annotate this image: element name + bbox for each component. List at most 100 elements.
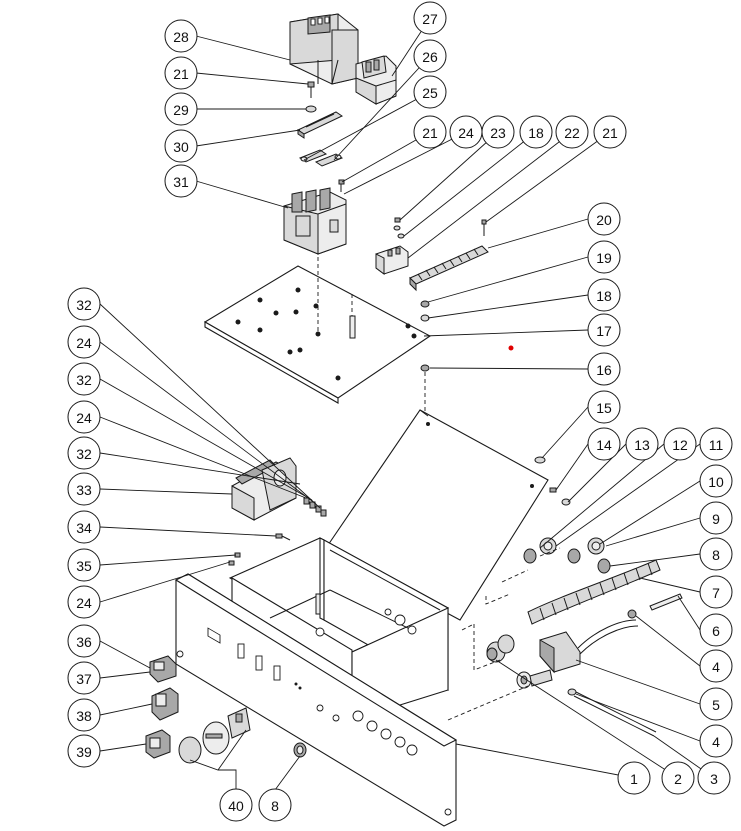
callout-number: 38	[76, 708, 92, 724]
callout-circle	[699, 501, 733, 535]
callout-number: 2	[674, 771, 682, 787]
screw-part	[275, 533, 291, 541]
callout-circle	[67, 734, 101, 768]
callout-circle	[661, 761, 695, 795]
callout-circle	[413, 75, 447, 109]
callout-28: 28	[164, 19, 198, 53]
callout-32: 32	[67, 436, 101, 470]
mounting-plate-part	[203, 250, 432, 404]
callout-4: 4	[699, 724, 733, 758]
callout-number: 8	[271, 798, 279, 814]
screw-part	[307, 81, 315, 98]
callout-25: 25	[413, 75, 447, 109]
callout-circle	[67, 325, 101, 359]
callout-number: 19	[596, 250, 612, 266]
callout-number: 17	[596, 323, 612, 339]
assembly-guides	[447, 547, 561, 721]
callout-circle	[699, 575, 733, 609]
callout-9: 9	[699, 501, 733, 535]
rocker-switch-part	[151, 687, 179, 721]
callout-21: 21	[164, 56, 198, 90]
callout-39: 39	[67, 734, 101, 768]
callout-36: 36	[67, 624, 101, 658]
callout-number: 40	[228, 798, 244, 814]
callout-34: 34	[67, 510, 101, 544]
callout-circle	[67, 362, 101, 396]
callout-circle	[164, 56, 198, 90]
callout-40: 40	[219, 788, 253, 822]
callout-37: 37	[67, 661, 101, 695]
callout-circle	[587, 427, 621, 461]
callout-number: 21	[422, 125, 438, 141]
callout-circle	[593, 115, 627, 149]
callout-circle	[67, 698, 101, 732]
toggle-switch-part	[149, 655, 177, 683]
callout-number: 29	[173, 102, 189, 118]
callout-4: 4	[699, 649, 733, 683]
callout-circle	[519, 115, 553, 149]
callout-number: 23	[490, 125, 506, 141]
callout-5: 5	[699, 687, 733, 721]
callout-circle	[625, 427, 659, 461]
callout-number: 4	[712, 659, 720, 675]
callout-1: 1	[617, 761, 651, 795]
callout-circle	[699, 724, 733, 758]
callout-number: 11	[709, 437, 724, 453]
callout-circle	[663, 427, 697, 461]
callout-circle	[67, 436, 101, 470]
callout-24: 24	[67, 325, 101, 359]
front-panel-part	[174, 573, 458, 827]
screw-part	[534, 456, 571, 506]
pin-part	[649, 593, 683, 611]
callout-number: 5	[712, 697, 720, 713]
callout-circle	[699, 649, 733, 683]
callout-circle	[699, 687, 733, 721]
callout-18: 18	[587, 278, 621, 312]
callout-24: 24	[67, 400, 101, 434]
callout-number: 13	[634, 437, 650, 453]
terminal-block-part	[375, 245, 409, 275]
callout-27: 27	[413, 1, 447, 35]
callout-7: 7	[699, 575, 733, 609]
callout-number: 32	[76, 297, 92, 313]
callout-circle	[219, 788, 253, 822]
callout-circle	[413, 1, 447, 35]
callout-number: 7	[712, 585, 720, 601]
callout-23: 23	[481, 115, 515, 149]
grommet-part	[293, 742, 307, 758]
callout-circle	[587, 202, 621, 236]
callout-20: 20	[587, 202, 621, 236]
callout-circle	[67, 400, 101, 434]
callout-number: 30	[173, 139, 189, 155]
callout-33: 33	[67, 472, 101, 506]
red-marker-dot	[508, 345, 514, 351]
callout-number: 18	[528, 125, 544, 141]
callout-number: 24	[458, 125, 474, 141]
callout-12: 12	[663, 427, 697, 461]
cable-gland-part	[523, 537, 611, 574]
callout-24: 24	[67, 585, 101, 619]
callout-8: 8	[258, 788, 292, 822]
callout-circle	[67, 624, 101, 658]
callout-number: 31	[173, 174, 189, 190]
callout-number: 36	[76, 634, 92, 650]
callout-number: 18	[596, 288, 612, 304]
callout-number: 15	[596, 400, 612, 416]
callout-number: 9	[712, 511, 720, 527]
callout-circle	[67, 585, 101, 619]
callout-6: 6	[699, 613, 733, 647]
callout-circle	[413, 39, 447, 73]
callout-22: 22	[555, 115, 589, 149]
callout-number: 27	[422, 11, 438, 27]
callout-29: 29	[164, 92, 198, 126]
callout-number: 37	[76, 671, 92, 687]
callout-number: 24	[76, 595, 92, 611]
callout-21: 21	[593, 115, 627, 149]
callout-16: 16	[587, 352, 621, 386]
callout-number: 10	[708, 474, 724, 490]
callout-circle	[164, 19, 198, 53]
valve-part	[539, 619, 639, 674]
callout-10: 10	[699, 464, 733, 498]
callout-2: 2	[661, 761, 695, 795]
callout-number: 28	[173, 29, 189, 45]
